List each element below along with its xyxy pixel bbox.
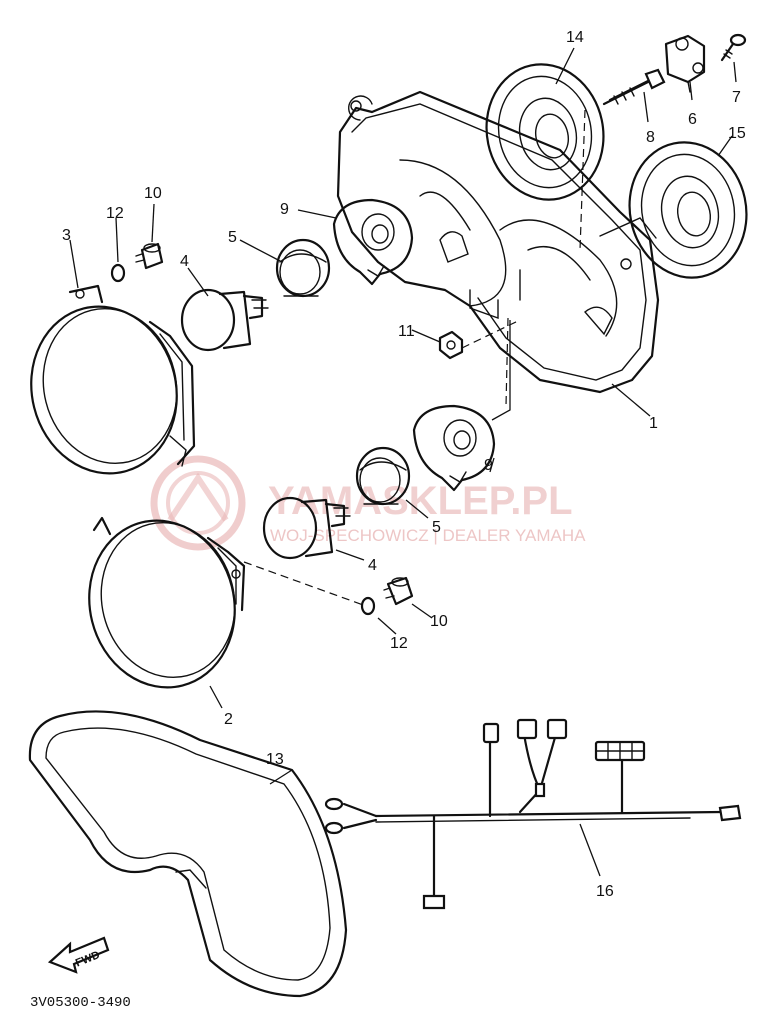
part-3-headlight-upper — [30, 284, 196, 475]
part-2-headlight-lower — [88, 516, 246, 689]
label-part-5-upper: 5 — [228, 229, 237, 246]
watermark: YAMASKLEP.PL WOJ-SPECHOWICZ | DEALER YAM… — [150, 455, 586, 551]
part-12-washer-upper — [110, 263, 126, 283]
part-11-nut — [438, 330, 464, 360]
label-part-16: 16 — [596, 883, 614, 900]
assembly-lines — [243, 109, 586, 607]
label-part-13: 13 — [266, 751, 284, 768]
label-part-1: 1 — [649, 415, 658, 432]
label-part-8: 8 — [646, 129, 655, 146]
label-part-9-lower: 9 — [484, 457, 493, 474]
label-part-12-upper: 12 — [106, 205, 124, 222]
part-7-screw — [720, 33, 747, 62]
label-part-3: 3 — [62, 227, 71, 244]
part-13-headlight-cover — [28, 710, 348, 998]
part-4-bulb-upper — [180, 288, 269, 352]
part-5-retaining-ring-lower — [355, 446, 411, 506]
leader-lines — [69, 47, 737, 877]
part-14-reflector-ring — [485, 63, 605, 201]
part-15-reflector-ring — [628, 141, 748, 279]
part-10-socket-upper — [135, 242, 164, 270]
label-part-4-upper: 4 — [180, 253, 189, 270]
part-4-bulb-lower — [262, 496, 351, 560]
label-part-14: 14 — [566, 29, 584, 46]
label-part-15: 15 — [728, 125, 746, 142]
part-1-headlight-housing — [336, 90, 660, 394]
part-labels: 1 2 3 4 4 5 5 6 7 8 9 9 10 10 11 12 12 1… — [62, 29, 746, 900]
part-5-retaining-ring-upper — [275, 238, 331, 298]
part-6-clamp — [664, 34, 706, 93]
label-part-11: 11 — [398, 323, 415, 340]
part-8-bolt — [602, 68, 666, 106]
label-part-5-lower: 5 — [432, 519, 441, 536]
label-part-12-lower: 12 — [390, 635, 408, 652]
label-part-2: 2 — [224, 711, 233, 728]
drawing-code: 3V05300-3490 — [30, 995, 131, 1011]
part-16-wiring-harness — [324, 718, 742, 910]
label-part-7: 7 — [732, 89, 741, 106]
label-part-10-upper: 10 — [144, 185, 162, 202]
part-12-washer-lower — [360, 596, 376, 616]
part-9-socket-holder-lower — [412, 404, 496, 492]
part-9-socket-holder-upper — [332, 198, 414, 286]
watermark-tagline: WOJ-SPECHOWICZ | DEALER YAMAHA — [270, 526, 586, 545]
label-part-4-lower: 4 — [368, 557, 377, 574]
label-part-6: 6 — [688, 111, 697, 128]
label-part-10-lower: 10 — [430, 613, 448, 630]
fwd-arrow-icon: FWD — [47, 936, 110, 974]
label-part-9-upper: 9 — [280, 201, 289, 218]
part-10-socket-lower — [383, 576, 414, 606]
